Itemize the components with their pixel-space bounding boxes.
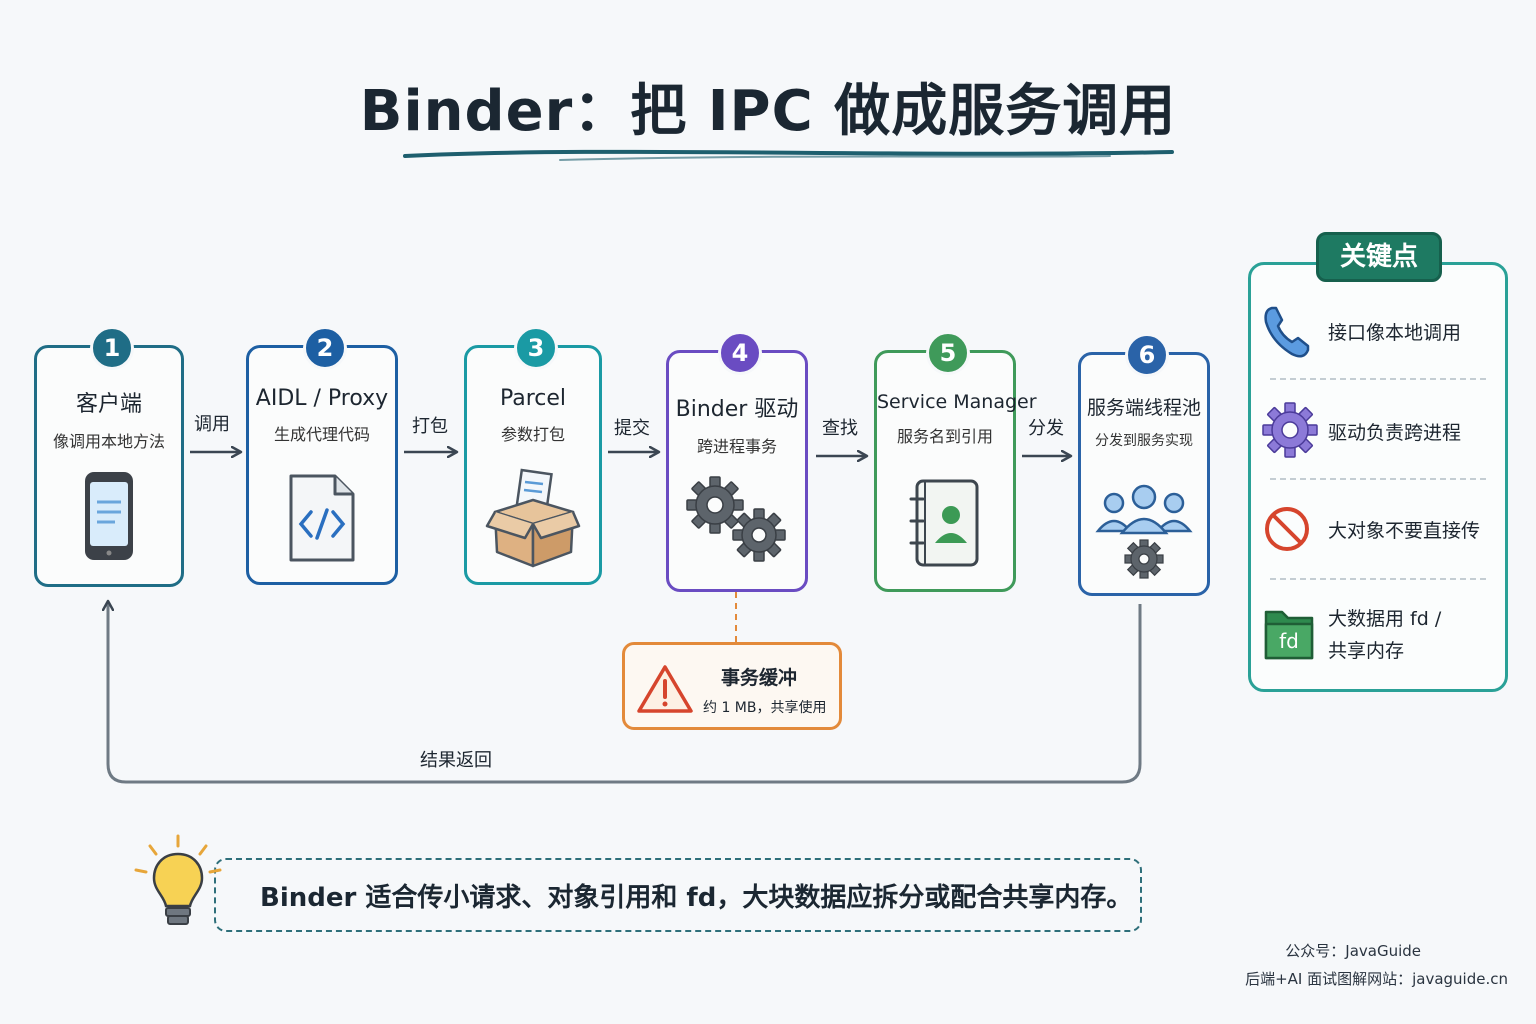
step-number-badge: 6 (1125, 333, 1169, 377)
step-title: AIDL / Proxy (255, 386, 389, 411)
key-point-text: 驱动负责跨进程 (1328, 422, 1462, 444)
edge-label-submit: 提交 (614, 418, 650, 439)
edge-label-pack: 打包 (412, 416, 448, 437)
title-underline (403, 149, 1174, 158)
divider (1270, 578, 1486, 580)
callout-title: 事务缓冲 (721, 667, 798, 689)
smartphone-icon (85, 472, 133, 560)
key-point-large-object: 大对象不要直接传 (1262, 504, 1502, 574)
step-subtitle: 生成代理代码 (273, 425, 370, 444)
svg-text:fd: fd (1279, 629, 1299, 653)
phone-icon (1264, 306, 1310, 358)
package-box-icon (485, 468, 581, 568)
step-subtitle: 像调用本地方法 (52, 432, 165, 451)
step-subtitle: 跨进程事务 (696, 437, 777, 456)
step-title: Binder 驱动 (675, 397, 799, 422)
step-title: 客户端 (75, 392, 142, 417)
step-subtitle: 分发到服务实现 (1095, 433, 1193, 449)
step-title: Service Manager (877, 391, 1037, 413)
address-book-icon (909, 479, 979, 567)
step-number-badge: 5 (926, 331, 970, 375)
step-number-badge: 1 (90, 326, 134, 370)
gears-icon (686, 476, 786, 562)
footer-wechat: 公众号：JavaGuide (1285, 942, 1421, 960)
step-title: Parcel (499, 386, 567, 411)
footer-website: 后端+AI 面试图解网站：javaguide.cn (1245, 970, 1508, 988)
key-point-fd-shared-memory: fd 大数据用 fd / 共享内存 (1262, 604, 1502, 674)
tip-text: Binder 适合传小请求、对象引用和 fd，大块数据应拆分或配合共享内存。 (260, 883, 1133, 913)
return-arrow (108, 602, 1142, 784)
warning-icon (637, 665, 693, 713)
step-subtitle: 参数打包 (500, 425, 565, 444)
step-binder-driver: 4 Binder 驱动 跨进程事务 (666, 331, 808, 592)
edge-label-dispatch: 分发 (1028, 418, 1064, 439)
divider (1270, 378, 1486, 380)
callout-subtitle: 约 1 MB，共享使用 (703, 700, 827, 716)
key-point-text: 大对象不要直接传 (1328, 520, 1481, 542)
step-title: 服务端线程池 (1086, 397, 1201, 419)
key-point-text-line1: 大数据用 fd / (1328, 608, 1442, 630)
step-number-badge: 4 (718, 331, 762, 375)
key-points-title: 关键点 (1316, 232, 1442, 282)
page-title: Binder：把 IPC 做成服务调用 (359, 79, 1177, 144)
divider (1270, 478, 1486, 480)
step-service-manager: 5 Service Manager 服务名到引用 (874, 331, 1037, 592)
step-subtitle: 服务名到引用 (896, 427, 993, 446)
step-aidl-proxy: 2 AIDL / Proxy 生成代理代码 (246, 326, 398, 585)
transaction-buffer-callout: 事务缓冲 约 1 MB，共享使用 (622, 642, 842, 730)
step-client: 1 客户端 像调用本地方法 (34, 326, 184, 587)
step-parcel: 3 Parcel 参数打包 (464, 326, 602, 585)
key-point-text: 接口像本地调用 (1328, 322, 1462, 344)
key-point-text-line2: 共享内存 (1328, 640, 1405, 662)
prohibited-icon (1265, 507, 1309, 551)
step-number-badge: 2 (303, 326, 347, 370)
step-number-badge: 3 (514, 326, 558, 370)
tip-box (214, 858, 1142, 932)
lightbulb-icon (134, 834, 222, 925)
key-point-driver: 驱动负责跨进程 (1262, 402, 1502, 472)
return-label: 结果返回 (420, 750, 492, 771)
gear-icon (1262, 402, 1318, 458)
edge-label-lookup: 查找 (822, 418, 858, 439)
thread-pool-icon (1095, 484, 1193, 579)
code-file-icon (289, 474, 355, 562)
step-server-thread-pool: 6 服务端线程池 分发到服务实现 (1078, 333, 1210, 596)
key-point-interface: 接口像本地调用 (1262, 304, 1502, 374)
fd-folder-icon: fd (1264, 610, 1314, 660)
edge-label-call: 调用 (194, 414, 230, 435)
